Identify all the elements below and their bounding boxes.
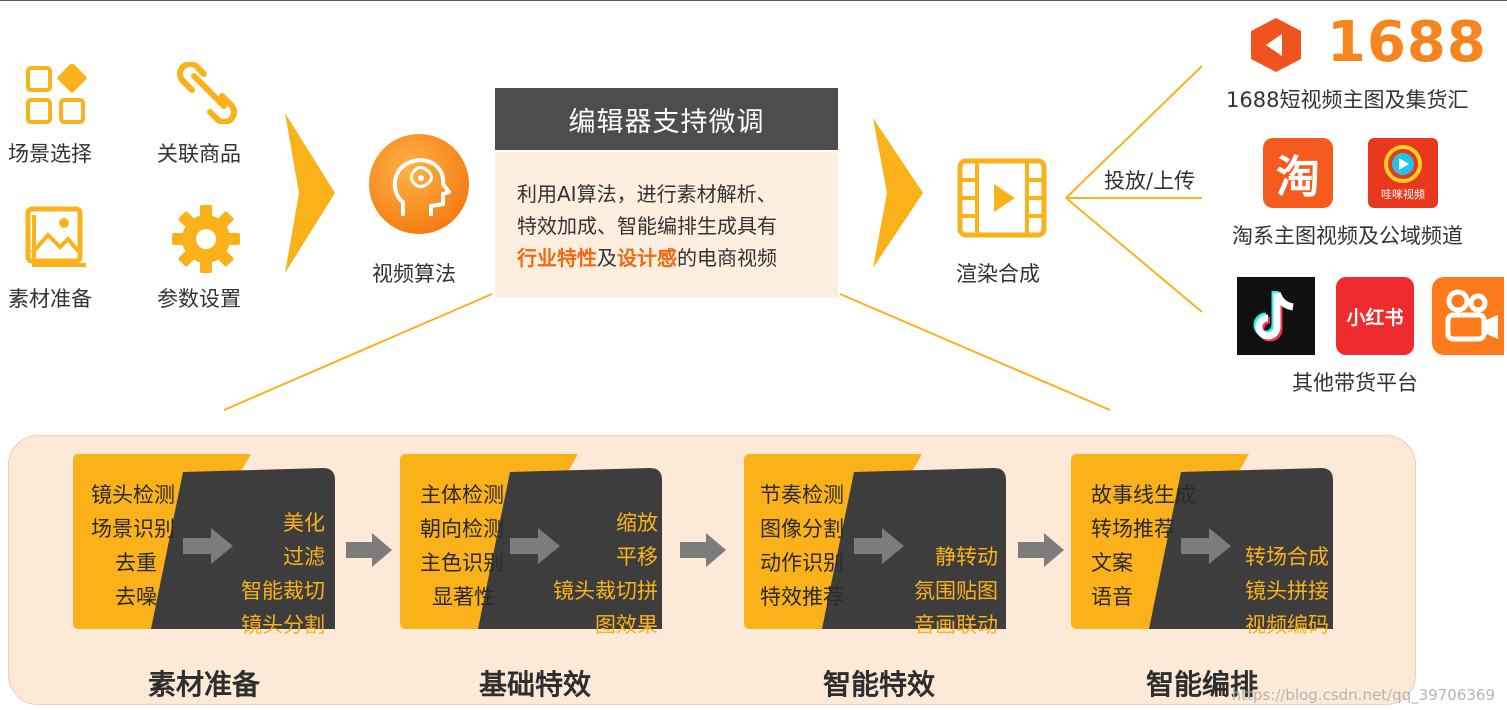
stage-1-left-items: 镜头检测 场景识别 去重 去噪 xyxy=(91,478,175,614)
stage-4-right-item: 视频编码 xyxy=(1245,613,1329,637)
stage-2-right-item: 缩放 xyxy=(616,511,658,535)
stage-name-4: 智能编排 xyxy=(1145,668,1258,701)
desc-line-2: 特效加成、智能编排生成具有 xyxy=(517,214,777,238)
desc-line-3: 行业特性及设计感的电商视频 xyxy=(517,242,777,274)
stage-3-left-item: 动作识别 xyxy=(760,551,844,575)
editor-description-box: 利用AI算法，进行素材解析、 特效加成、智能编排生成具有 行业特性及设计感的电商… xyxy=(495,152,838,298)
stage-2-left-item: 显著性 xyxy=(432,585,495,609)
stage-card-1: 镜头检测 场景识别 去重 去噪 美化 过滤 智能裁切 镜头分割 xyxy=(73,454,335,637)
stage-4-left-item: 转场推荐 xyxy=(1091,517,1175,541)
stage-4-left-items: 故事线生成 转场推荐 文案 语音 xyxy=(1091,478,1196,614)
editor-description: 利用AI算法，进行素材解析、 特效加成、智能编排生成具有 行业特性及设计感的电商… xyxy=(517,178,777,274)
stage-card-2: 主体检测 朝向检测 主色识别 显著性 缩放 平移 镜头裁切拼 图效果 xyxy=(400,454,662,637)
stage-1-right-items: 美化 过滤 智能裁切 镜头分割 xyxy=(241,506,325,642)
stage-4-right-items: 转场合成 镜头拼接 视频编码 xyxy=(1245,540,1329,642)
highlight-design: 设计感 xyxy=(617,246,677,270)
stage-4-inner-arrow-icon xyxy=(1181,528,1231,564)
stage-arrow-1 xyxy=(346,533,392,571)
stage-2-right-item: 镜头裁切拼 xyxy=(553,579,658,603)
stage-2-right-items: 缩放 平移 镜头裁切拼 图效果 xyxy=(553,506,658,642)
scene-select-icon xyxy=(26,63,88,130)
stage-3-left-item: 特效推荐 xyxy=(760,585,844,609)
stage-3-left-items: 节奏检测 图像分割 动作识别 特效推荐 xyxy=(760,478,844,614)
desc-line-1: 利用AI算法，进行素材解析、 xyxy=(517,182,777,206)
flow-arrow-2 xyxy=(873,118,923,272)
stage-3-left-item: 图像分割 xyxy=(760,517,844,541)
stage-1-right-item: 镜头分割 xyxy=(241,613,325,637)
link-product-label: 关联商品 xyxy=(157,142,241,166)
publish-lines xyxy=(1065,65,1203,313)
gear-icon xyxy=(170,203,242,279)
stage-1-right-item: 过滤 xyxy=(283,545,325,569)
image-icon xyxy=(24,205,90,275)
stage-1-left-item: 场景识别 xyxy=(91,517,175,541)
tiktok-logo xyxy=(1237,277,1315,355)
link-icon xyxy=(176,61,238,128)
taobao-logo-text: 淘 xyxy=(1276,152,1320,203)
stage-card-3: 节奏检测 图像分割 动作识别 特效推荐 静转动 氛围贴图 音画联动 xyxy=(744,454,1006,637)
desc-tail: 的电商视频 xyxy=(677,246,777,270)
stage-arrow-3 xyxy=(1018,533,1064,571)
taobao-caption: 淘系主图视频及公域频道 xyxy=(1232,224,1463,248)
stage-3-left-item: 节奏检测 xyxy=(760,483,844,507)
stage-2-right-item: 平移 xyxy=(616,545,658,569)
stage-1-left-item: 去重 xyxy=(115,551,157,575)
stage-1-inner-arrow-icon xyxy=(183,528,233,564)
others-caption: 其他带货平台 xyxy=(1292,371,1418,395)
param-settings-label: 参数设置 xyxy=(157,287,241,311)
stage-arrow-2 xyxy=(680,533,726,571)
connector-lines xyxy=(223,293,1111,411)
wawa-logo-text: 哇咪视频 xyxy=(1381,188,1425,201)
stage-name-3: 智能特效 xyxy=(822,668,935,701)
material-prep-label: 素材准备 xyxy=(8,287,92,311)
stage-1-left-item: 镜头检测 xyxy=(91,483,175,507)
stage-1-right-item: 智能裁切 xyxy=(241,579,325,603)
xhs-logo-text: 小红书 xyxy=(1346,306,1404,329)
stage-3-inner-arrow-icon xyxy=(854,528,904,564)
scene-select-label: 场景选择 xyxy=(8,142,92,166)
stage-4-left-item: 语音 xyxy=(1091,585,1133,609)
xiaohongshu-logo: 小红书 xyxy=(1336,277,1414,355)
taobao-logo: 淘 xyxy=(1263,138,1333,208)
stage-3-right-items: 静转动 氛围贴图 音画联动 xyxy=(914,540,998,642)
wawa-video-logo: 哇咪视频 xyxy=(1368,138,1438,208)
logo-1688-icon xyxy=(1248,16,1304,78)
stage-1-right-item: 美化 xyxy=(283,511,325,535)
publish-label: 投放/上传 xyxy=(1104,169,1196,193)
kuaishou-logo xyxy=(1432,277,1504,355)
top-border xyxy=(0,0,1507,1)
logo-1688-text: 1688 xyxy=(1327,10,1487,75)
stage-3-right-item: 音画联动 xyxy=(914,613,998,637)
stage-4-left-item: 文案 xyxy=(1091,551,1133,575)
stage-card-4: 故事线生成 转场推荐 文案 语音 转场合成 镜头拼接 视频编码 xyxy=(1071,454,1333,637)
stage-4-right-item: 镜头拼接 xyxy=(1245,579,1329,603)
stage-3-right-item: 静转动 xyxy=(935,545,998,569)
stage-2-inner-arrow-icon xyxy=(510,528,560,564)
stage-4-right-item: 转场合成 xyxy=(1245,545,1329,569)
film-play-icon xyxy=(957,158,1047,242)
p1688-caption: 1688短视频主图及集货汇 xyxy=(1226,88,1469,112)
editor-header: 编辑器支持微调 xyxy=(495,88,838,150)
desc-mid: 及 xyxy=(597,246,617,270)
stage-2-left-item: 主色识别 xyxy=(420,551,504,575)
stage-3-right-item: 氛围贴图 xyxy=(914,579,998,603)
stage-2-left-item: 朝向检测 xyxy=(420,517,504,541)
stage-1-left-item: 去噪 xyxy=(115,585,157,609)
flow-arrow-1 xyxy=(285,113,335,277)
stage-name-1: 素材准备 xyxy=(147,668,260,701)
stage-name-2: 基础特效 xyxy=(478,668,591,701)
watermark: https://blog.csdn.net/qq_39706369 xyxy=(1231,686,1495,704)
algorithm-label: 视频算法 xyxy=(372,262,456,286)
stage-4-left-item: 故事线生成 xyxy=(1091,483,1196,507)
ai-head-icon xyxy=(365,132,477,248)
highlight-industry: 行业特性 xyxy=(517,246,597,270)
stage-2-left-item: 主体检测 xyxy=(420,483,504,507)
stage-2-left-items: 主体检测 朝向检测 主色识别 显著性 xyxy=(420,478,504,614)
stage-2-right-item: 图效果 xyxy=(595,613,658,637)
render-label: 渲染合成 xyxy=(956,262,1040,286)
